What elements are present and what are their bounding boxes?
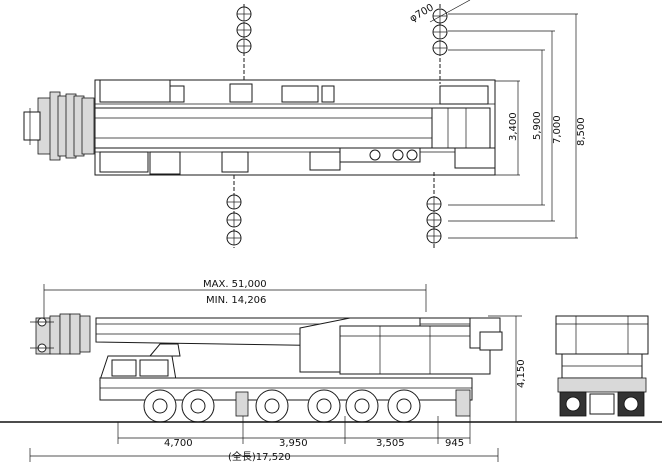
front-view bbox=[555, 315, 649, 417]
carrier-cab bbox=[99, 343, 181, 381]
dim-wheelbase: 4,700 3,950 3,505 945 bbox=[117, 416, 471, 449]
dim-boom-max: MAX. 51,000 bbox=[43, 279, 427, 322]
outrigger-rear-lower bbox=[426, 172, 442, 248]
plan-extension-lines bbox=[448, 13, 578, 239]
dim-3505-label: 3,505 bbox=[376, 438, 405, 449]
outrigger-front-lower bbox=[226, 175, 242, 248]
boom-plan bbox=[94, 107, 436, 149]
outrigger-rear-upper bbox=[432, 4, 448, 84]
dim-8500: 8,500 bbox=[575, 14, 587, 238]
overall-length-label: (全長)17,520 bbox=[228, 450, 291, 463]
front-superstructure bbox=[555, 315, 649, 355]
dim-3400-label: 3,400 bbox=[508, 112, 519, 141]
dim-945-label: 945 bbox=[445, 438, 464, 449]
dim-8500-label: 8,500 bbox=[576, 117, 587, 146]
dim-4700-label: 4,700 bbox=[164, 438, 193, 449]
dim-5900: 5,900 bbox=[532, 50, 543, 205]
boom-min-label: MIN. 14,206 bbox=[206, 295, 266, 306]
side-view: MAX. 51,000 MIN. 14,206 bbox=[0, 279, 662, 463]
dim-overall-length: (全長)17,520 bbox=[29, 448, 499, 463]
front-chassis bbox=[557, 377, 647, 393]
dim-3950-label: 3,950 bbox=[279, 438, 308, 449]
dim-5900-label: 5,900 bbox=[532, 111, 543, 140]
plan-view: φ700 3,400 5,900 7,000 8,500 bbox=[23, 0, 587, 248]
boom-head-plan bbox=[23, 91, 95, 161]
dim-3400: 3,400 bbox=[508, 81, 519, 175]
dim-7000: 7,000 bbox=[551, 31, 563, 221]
jack-rear-side bbox=[455, 389, 471, 417]
superstructure-side bbox=[299, 317, 503, 375]
dim-boom-min: MIN. 14,206 bbox=[206, 295, 266, 306]
dim-7000-label: 7,000 bbox=[552, 115, 563, 144]
jack-front-side bbox=[235, 391, 249, 417]
dim-height: 4,150 bbox=[488, 315, 527, 422]
wheels-side bbox=[143, 389, 421, 423]
height-label: 4,150 bbox=[516, 359, 527, 388]
outrigger-front-upper bbox=[236, 4, 252, 80]
boom-max-label: MAX. 51,000 bbox=[203, 279, 267, 290]
